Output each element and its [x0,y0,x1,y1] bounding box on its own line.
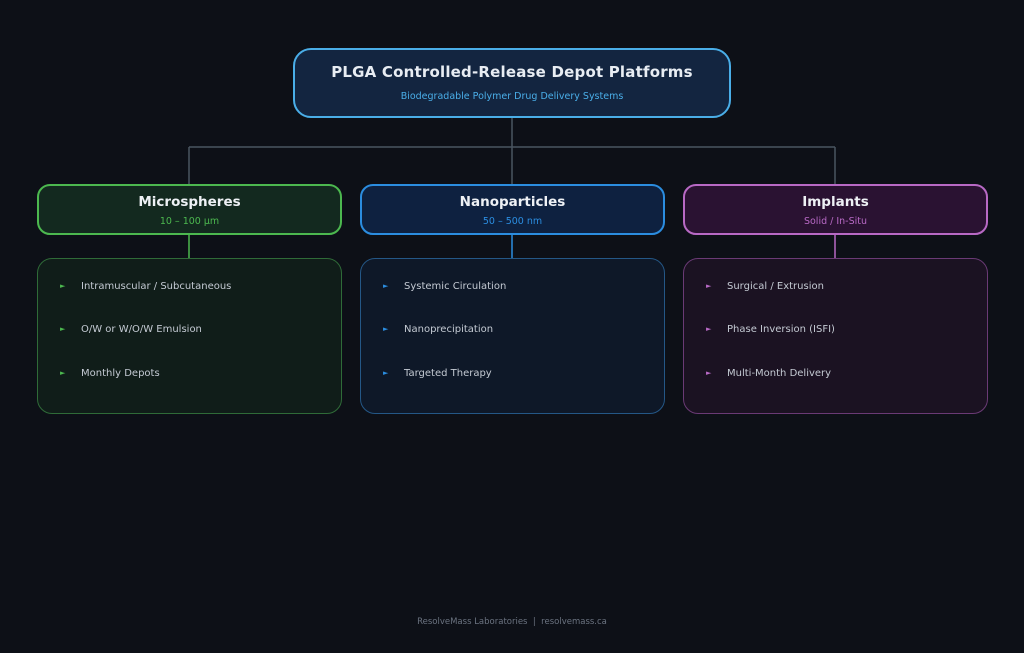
triangle-right-icon: ► [60,325,66,333]
list-item-label: Nanoprecipitation [404,324,494,335]
root-title: PLGA Controlled-Release Depot Platforms [331,63,693,81]
list-item: ► Intramuscular / Subcutaneous [60,281,231,292]
list-item: ► Systemic Circulation [383,281,506,292]
category-nanoparticles: Nanoparticles 50 – 500 nm [360,184,665,235]
list-item-label: Surgical / Extrusion [727,281,824,292]
list-item: ► Multi-Month Delivery [706,368,831,379]
triangle-right-icon: ► [383,282,389,290]
root-node: PLGA Controlled-Release Depot Platforms … [293,48,731,118]
list-item: ► Monthly Depots [60,368,160,379]
list-item-label: Targeted Therapy [404,368,492,379]
triangle-right-icon: ► [383,369,389,377]
list-item: ► Surgical / Extrusion [706,281,824,292]
category-size-range: 50 – 500 nm [482,216,543,227]
category-title: Microspheres [138,194,241,210]
root-subtitle: Biodegradable Polymer Drug Delivery Syst… [400,91,624,102]
triangle-right-icon: ► [706,282,712,290]
list-item-label: Multi-Month Delivery [727,368,832,379]
detail-panel-nanoparticles: ► Systemic Circulation ► Nanoprecipitation… [360,258,665,414]
triangle-right-icon: ► [383,325,389,333]
category-implants: Implants Solid / In-Situ [683,184,988,235]
triangle-right-icon: ► [60,282,66,290]
list-item-label: Intramuscular / Subcutaneous [81,281,232,292]
list-item-label: Monthly Depots [81,368,160,379]
triangle-right-icon: ► [60,369,66,377]
list-item: ► O/W or W/O/W Emulsion [60,324,202,335]
detail-panel-microspheres: ► Intramuscular / Subcutaneous ► O/W or W/… [37,258,342,414]
triangle-right-icon: ► [706,369,712,377]
list-item-label: Systemic Circulation [404,281,507,292]
category-microspheres: Microspheres 10 – 100 µm [37,184,342,235]
category-title: Nanoparticles [459,194,566,210]
list-item: ► Targeted Therapy [383,368,492,379]
footer-credit: ResolveMass Laboratories | resolvemass.c… [417,617,607,627]
category-title: Implants [802,194,869,210]
category-size-range: 10 – 100 µm [159,216,220,227]
category-size-range: Solid / In-Situ [803,216,868,227]
list-item-label: Phase Inversion (ISFI) [727,324,835,335]
list-item-label: O/W or W/O/W Emulsion [81,324,202,335]
triangle-right-icon: ► [706,325,712,333]
list-item: ► Phase Inversion (ISFI) [706,324,835,335]
list-item: ► Nanoprecipitation [383,324,493,335]
detail-panel-implants: ► Surgical / Extrusion ► Phase Inversion (… [683,258,988,414]
